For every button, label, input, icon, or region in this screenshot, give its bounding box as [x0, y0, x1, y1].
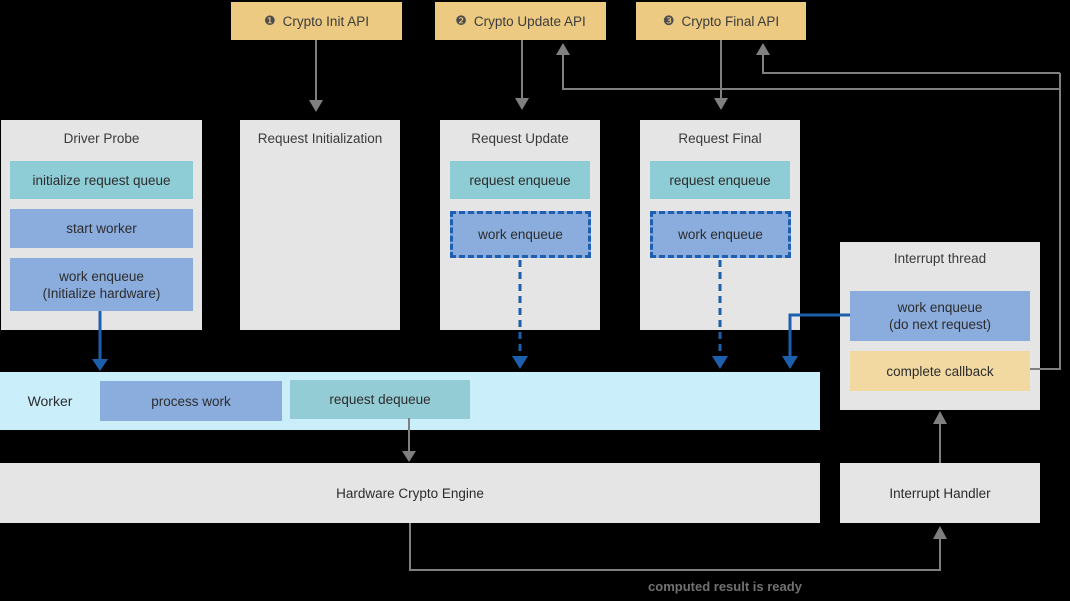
crypto-update-api-button: ❷ Crypto Update API: [435, 2, 606, 40]
handler-to-thread-arrow: [933, 411, 947, 463]
crypto-init-api-label: Crypto Init API: [282, 13, 369, 29]
interrupt-work-enqueue-line2: (do next request): [888, 317, 992, 332]
final-request-enqueue-box: request enqueue: [650, 161, 790, 199]
request-update-panel: Request Update request enqueue work enqu…: [440, 120, 600, 330]
initialize-request-queue-box: initialize request queue: [10, 161, 193, 199]
request-initialization-panel: Request Initialization: [240, 120, 400, 330]
step-3-icon: ❸: [662, 13, 675, 28]
update-api-down-arrow: [515, 40, 529, 110]
request-update-title: Request Update: [471, 130, 569, 146]
final-api-down-arrow: [714, 40, 728, 110]
step-2-icon: ❷: [455, 13, 467, 28]
worker-label: Worker: [27, 393, 73, 409]
start-worker-box: start worker: [10, 209, 193, 248]
interrupt-handler-box: Interrupt Handler: [840, 463, 1040, 523]
crypto-update-api-label: Crypto Update API: [473, 13, 586, 29]
crypto-init-api-button: ❶ Crypto Init API: [231, 2, 402, 40]
complete-callback-box: complete callback: [850, 351, 1030, 391]
request-final-panel: Request Final request enqueue work enque…: [640, 120, 800, 330]
request-dequeue-box: request dequeue: [290, 380, 470, 419]
interrupt-work-enqueue-box: work enqueue (do next request): [850, 291, 1030, 341]
init-api-down-arrow: [309, 40, 323, 112]
engine-to-handler-arrow: [409, 523, 947, 571]
hardware-crypto-engine-bar: Hardware Crypto Engine: [0, 463, 820, 523]
interrupt-work-enqueue-line1: work enqueue: [897, 300, 983, 315]
callback-to-update-api-arrow: [556, 43, 1060, 90]
crypto-final-api-label: Crypto Final API: [681, 13, 780, 29]
computed-result-caption: computed result is ready: [648, 579, 802, 594]
update-request-enqueue-box: request enqueue: [450, 161, 590, 199]
driver-probe-title: Driver Probe: [63, 130, 140, 146]
process-work-box: process work: [100, 381, 282, 421]
interrupt-thread-title: Interrupt thread: [893, 250, 987, 266]
step-1-icon: ❶: [264, 13, 276, 28]
probe-work-enqueue-line2: (Initialize hardware): [42, 285, 161, 301]
final-work-enqueue-box: work enqueue: [650, 211, 791, 258]
callback-to-final-api-arrow: [756, 43, 1060, 74]
crypto-final-api-button: ❸ Crypto Final API: [636, 2, 806, 40]
driver-probe-panel: Driver Probe initialize request queue st…: [1, 120, 202, 330]
probe-work-enqueue-box: work enqueue (Initialize hardware): [10, 258, 193, 311]
request-final-title: Request Final: [678, 130, 762, 146]
interrupt-thread-panel: Interrupt thread work enqueue (do next r…: [840, 242, 1040, 410]
request-initialization-title: Request Initialization: [257, 130, 383, 146]
update-work-enqueue-box: work enqueue: [450, 211, 591, 258]
probe-work-enqueue-line1: work enqueue: [59, 268, 144, 284]
worker-bar: Worker process work request dequeue: [0, 372, 820, 430]
